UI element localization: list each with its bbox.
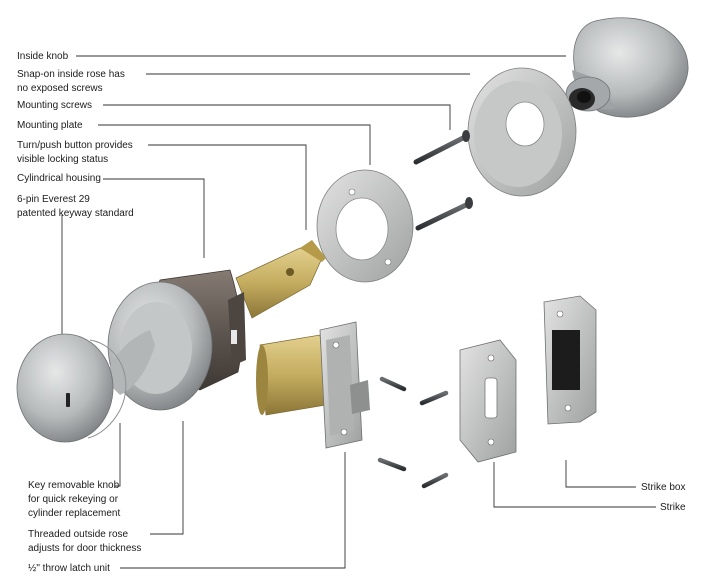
leader-strike <box>493 462 656 508</box>
label-keyway: 6-pin Everest 29 patented keyway standar… <box>17 194 134 219</box>
leader-turn-push-button <box>148 144 307 230</box>
inside-rose <box>467 67 577 197</box>
strike <box>459 339 517 463</box>
leader-latch-unit <box>120 452 346 569</box>
leader-mounting-screws <box>103 104 451 130</box>
label-latch-unit: ½" throw latch unit <box>28 563 110 574</box>
label-mounting-plate: Mounting plate <box>17 120 83 131</box>
leader-strike-box <box>565 460 636 488</box>
label-strike: Strike <box>660 502 686 513</box>
leader-cylindrical-housing <box>103 178 205 258</box>
keyway-icon <box>66 393 70 407</box>
outside-knob <box>16 330 155 443</box>
mounting-plate <box>316 169 414 283</box>
label-snap-on-rose: Snap-on inside rose has no exposed screw… <box>17 69 125 94</box>
label-cylindrical-housing: Cylindrical housing <box>17 173 101 184</box>
leader-threaded-rose <box>150 421 184 535</box>
leader-key-removable-knob <box>115 423 121 487</box>
mounting-screws <box>413 130 473 231</box>
label-key-removable-knob: Key removable knob for quick rekeying or… <box>28 480 121 519</box>
label-inside-knob: Inside knob <box>17 51 69 62</box>
latch-screws <box>377 376 449 489</box>
label-strike-box: Strike box <box>641 482 686 493</box>
leader-lines <box>61 55 656 569</box>
strike-box <box>543 295 597 425</box>
leader-mounting-plate <box>98 124 371 165</box>
label-mounting-screws: Mounting screws <box>17 100 93 111</box>
latch-unit <box>256 321 370 449</box>
inside-knob <box>565 17 689 118</box>
label-threaded-rose: Threaded outside rose adjusts for door t… <box>28 529 142 554</box>
label-turn-push-button: Turn/push button provides visible lockin… <box>17 140 133 165</box>
